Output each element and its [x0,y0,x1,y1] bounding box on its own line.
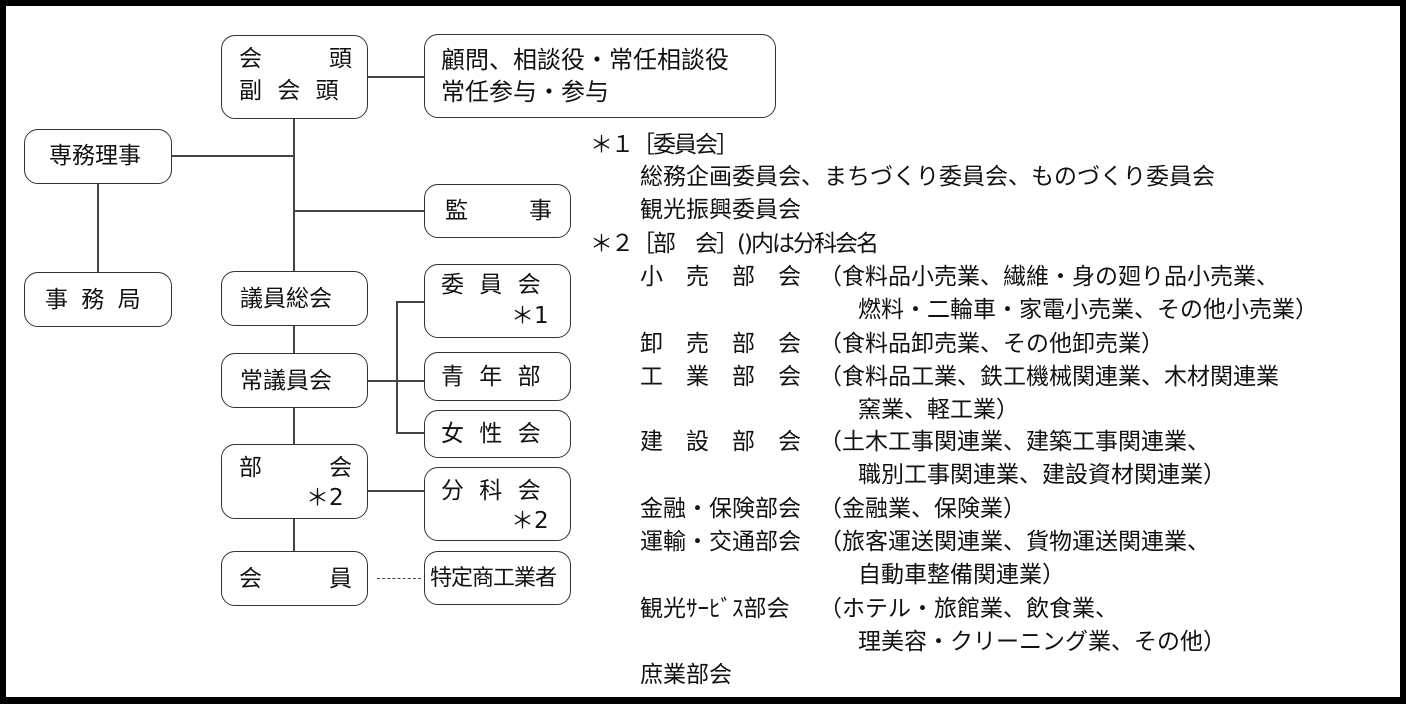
connector-women [396,432,424,434]
divisions-note: ＊2 [306,485,344,511]
standing-council-label: 常議員会 [240,368,332,394]
division-subcommittees: 自動車整備関連業） [858,562,1065,588]
division-subcommittees: （土木工事関連業、建築工事関連業、 [819,429,1210,455]
connector-chairman-advisors [367,76,424,78]
connector-standing-branch [367,380,397,382]
division-subcommittees: 職別工事関連業、建設資材関連業） [858,462,1226,488]
advisors-line1: 顧問、相談役・常任相談役 [441,46,729,74]
subcommittees-label: 分 科 会 [441,478,545,504]
managing-director-box: 専務理事 [24,129,172,184]
division-name: 小 売 部 会 [640,264,801,290]
members-label-left: 会 [239,566,262,592]
connector-director [171,155,294,157]
subcommittees-box: 分 科 会 ＊2 [424,467,571,541]
division-subcommittees: （旅客運送関連業、貨物運送関連業、 [819,529,1210,555]
divisions-label-right: 会 [329,455,352,481]
note1-line: 総務企画委員会、まちづくり委員会、ものづくり委員会 [640,164,1215,190]
divisions-box: 部 会 ＊2 [221,444,368,519]
youth-division-box: 青 年 部 [424,352,571,401]
general-assembly-box: 議員総会 [221,271,368,326]
connector-branch-vertical [396,301,398,433]
secretariat-label: 事 務 局 [45,287,144,313]
specified-businesses-label: 特定商工業者 [430,566,557,591]
division-name: 観光ｻｰﾋﾞｽ部会 [640,596,790,622]
connector-committees [396,301,424,303]
womens-association-box: 女 性 会 [424,410,571,458]
connector-youth [396,380,424,382]
youth-division-label: 青 年 部 [441,364,545,390]
chairman-box: 会 頭 副 会 頭 [221,35,368,119]
auditor-label-left: 監 [445,198,468,224]
vice-chairman-label: 副 会 頭 [239,78,343,104]
divisions-label-left: 部 [239,455,262,481]
womens-association-label: 女 性 会 [441,421,545,447]
division-subcommittees: （食料品小売業、繊維・身の廻り品小売業、 [819,264,1279,290]
members-label-right: 員 [329,566,352,592]
connector-auditor [294,210,424,212]
division-name: 工 業 部 会 [640,364,801,390]
division-subcommittees: （食料品工業、鉄工機械関連業、木材関連業 [819,364,1279,390]
connector-subcommittees [367,490,424,492]
connector-main-vertical [293,118,295,551]
division-subcommittees: 理美容・クリーニング業、その他） [858,629,1226,655]
auditor-box: 監 事 [424,184,571,238]
division-subcommittees: （金融業、保険業） [819,496,1026,522]
division-name: 運輸・交通部会 [640,529,801,555]
division-name: 建 設 部 会 [640,429,801,455]
division-name: 金融・保険部会 [640,496,801,522]
advisors-line2: 常任参与・参与 [441,78,609,106]
advisors-box: 顧問、相談役・常任相談役 常任参与・参与 [424,34,776,118]
general-assembly-label: 議員総会 [240,286,332,312]
members-box: 会 員 [221,551,368,606]
subcommittees-note: ＊2 [511,508,549,534]
auditor-label-right: 事 [529,198,552,224]
connector-director-secretariat [97,183,99,273]
division-subcommittees: 燃料・二輪車・家電小売業、その他小売業） [858,297,1318,323]
specified-businesses-box: 特定商工業者 [424,551,571,605]
division-name: 卸 売 部 会 [640,331,801,357]
standing-council-box: 常議員会 [221,353,368,408]
division-subcommittees: 窯業、軽工業） [858,397,1019,423]
committees-label: 委 員 会 [441,272,545,298]
committees-note: ＊1 [511,303,549,329]
division-name: 庶業部会 [640,662,732,688]
division-subcommittees: （ホテル・旅館業、飲食業、 [819,596,1118,622]
connector-specified-dashed [377,578,421,579]
committees-box: 委 員 会 ＊1 [424,264,571,338]
managing-director-label: 専務理事 [49,143,141,169]
org-chart: 会 頭 副 会 頭 顧問、相談役・常任相談役 常任参与・参与 専務理事 監 事 … [6,6,1400,697]
note2-heading: ＊２［部 会］()内は分科会名 [590,231,879,257]
chairman-label-left: 会 [239,46,262,72]
note1-heading: ＊１［委員会］ [590,132,739,158]
note1-line: 観光振興委員会 [640,197,801,223]
division-subcommittees: （食料品卸売業、その他卸売業） [819,331,1164,357]
chairman-label-right: 頭 [329,46,352,72]
secretariat-box: 事 務 局 [24,272,172,327]
